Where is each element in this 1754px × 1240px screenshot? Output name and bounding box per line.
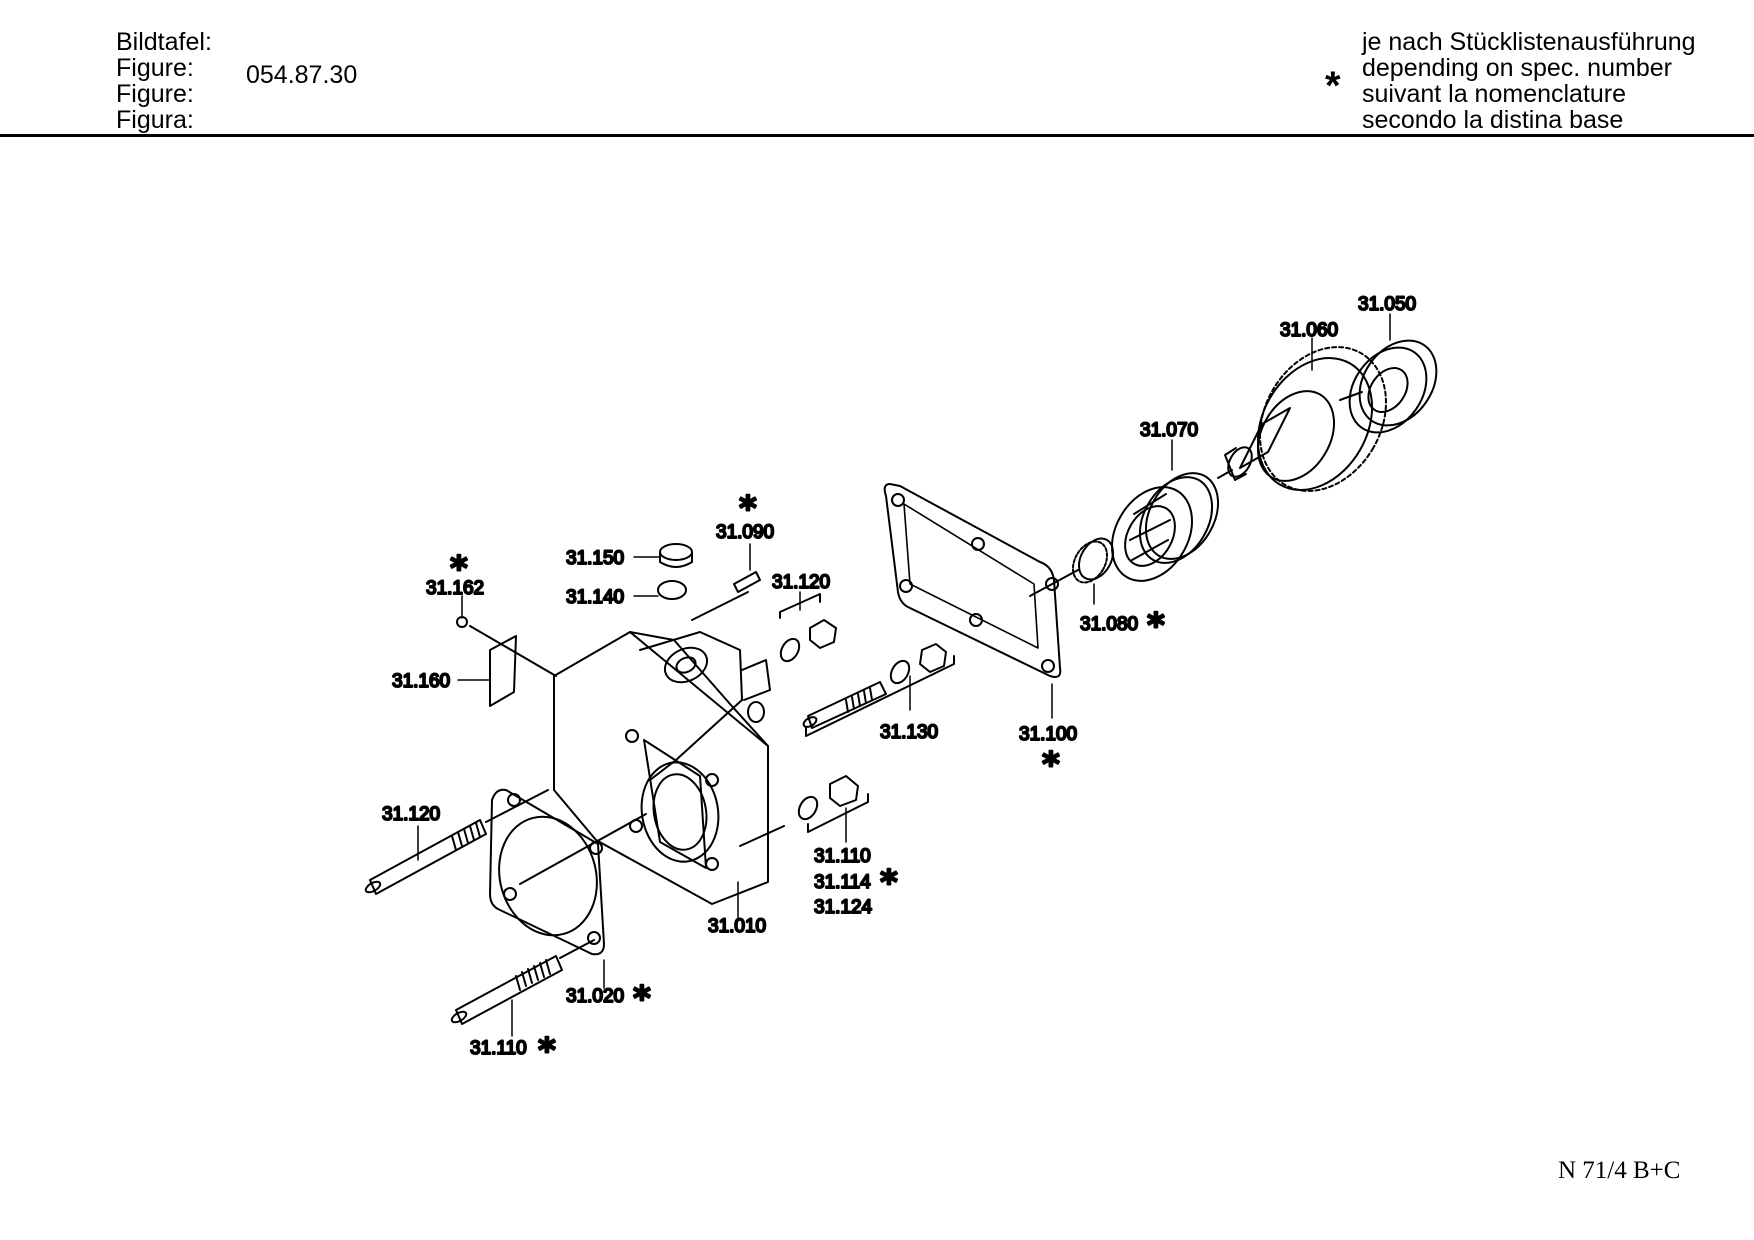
plate-31160 [489,635,517,707]
label-figure-fr: Figure: [116,80,194,108]
needle-bearing-31080 [1071,537,1115,584]
washer-31120-top [779,637,801,663]
callout-31010: 31.010 [708,916,766,937]
stud-31120-left [364,819,487,895]
callout-31160: 31.160 [392,671,450,692]
star-31080: * [1147,606,1165,646]
star-31162: * [450,549,468,589]
callout-31070: 31.070 [1140,420,1198,441]
header-rule [0,134,1754,137]
label-bildtafel: Bildtafel: [116,28,212,56]
nut-31130 [919,643,947,673]
callout-31140: 31.140 [566,587,624,608]
axis-line-gasket [519,813,647,885]
bracket-31130 [805,655,955,737]
callout-31150: 31.150 [566,548,624,569]
star-31110-bottom: * [538,1031,556,1071]
callout-31100: 31.100 [1019,724,1077,745]
header-labels: Bildtafel: Figure: Figure: Figura: [116,29,212,133]
bracket-31110 [807,793,869,833]
callout-31162: 31.162 [426,578,484,599]
callout-31110-bottom: 31.110 [470,1038,527,1059]
star-31114: * [880,863,898,903]
axis-line-bearing [1339,391,1363,401]
document-id: N 71/4 B+C [1558,1157,1681,1184]
header-note: je nach Stücklistenausführung depending … [1362,29,1696,133]
callout-31020: 31.020 [566,986,624,1007]
callout-31120-top: 31.120 [772,572,830,593]
cover-gasket-31100 [883,483,1062,678]
callout-31090: 31.090 [716,522,774,543]
figure-number: 054.87.30 [246,61,358,89]
cap-31150 [659,543,693,568]
axis-line-pin [691,591,749,621]
label-figura: Figura: [116,106,194,134]
bearing-31050 [1348,339,1438,434]
callout-31124: 31.124 [814,897,873,918]
callout-31080: 31.080 [1080,614,1138,635]
pin-31090 [733,571,761,593]
callout-31110-group: 31.110 [814,846,871,867]
note-asterisk: * [1325,64,1341,108]
axis-line-stud-bottom [559,939,595,959]
gasket-31020 [489,788,605,956]
star-31100: * [1042,745,1060,785]
stud-31110 [450,955,563,1025]
note-line-fr: suivant la nomenclature [1362,80,1627,108]
hub-31070 [1111,472,1220,582]
callout-31050: 31.050 [1358,294,1416,315]
note-line-en: depending on spec. number [1362,54,1672,82]
note-line-it: secondo la distina base [1362,106,1624,134]
note-line-de: je nach Stücklistenausführung [1362,28,1696,56]
washer-31130 [889,659,911,685]
star-31090: * [739,489,757,529]
housing-31010 [553,631,771,905]
snap-ring-31140 [657,580,687,600]
callout-31114: 31.114 [814,872,871,893]
stud-31130 [802,681,887,729]
leader-lines [417,313,1391,1037]
star-31020: * [633,979,651,1019]
callout-31130: 31.130 [880,722,938,743]
axis-line-plate [469,625,557,677]
nut-31110 [829,775,859,807]
nut-31120-top [809,619,837,649]
callout-31120-left: 31.120 [382,804,440,825]
washer-31110 [797,795,819,821]
label-figure-en: Figure: [116,54,194,82]
gear-31060 [1217,346,1387,492]
axis-line-stud-left [485,789,549,823]
axis-line-31110 [739,825,785,847]
callout-31060: 31.060 [1280,320,1338,341]
